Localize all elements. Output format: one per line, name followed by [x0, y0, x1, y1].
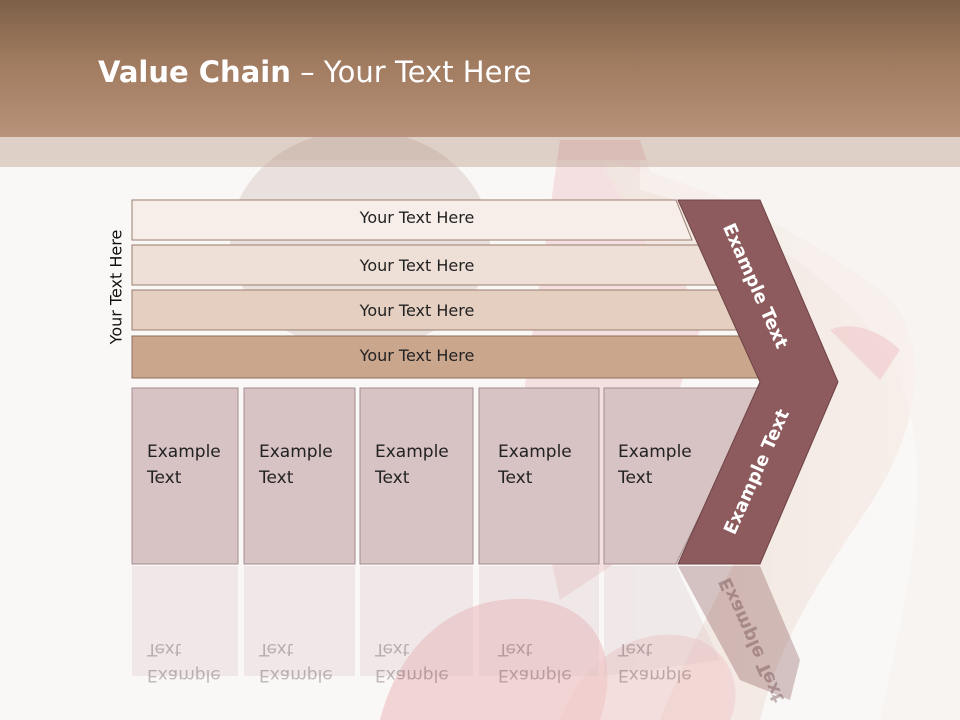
- column-text-1-line2: Text: [147, 468, 182, 488]
- column-text-5-line1: Example: [618, 442, 692, 462]
- row-label-4: Your Text Here: [359, 346, 475, 365]
- column-reflection-5-line1: Example: [618, 665, 692, 685]
- column-text-4: Example Text: [498, 439, 572, 491]
- column-reflection-3-line1: Example: [375, 665, 449, 685]
- row-bar-1: [131, 199, 693, 241]
- title-bold: Value Chain: [98, 55, 291, 89]
- row-label-1: Your Text Here: [359, 208, 475, 227]
- column-reflection-5: Example Text: [618, 636, 692, 688]
- column-text-4-line1: Example: [498, 442, 572, 462]
- column-reflection-3: Example Text: [375, 636, 449, 688]
- column-reflection-2-line1: Example: [259, 665, 333, 685]
- column-text-2-line2: Text: [259, 468, 294, 488]
- column-reflection-3-line2: Text: [375, 639, 410, 659]
- column-reflection-1-line2: Text: [147, 639, 182, 659]
- slide-title: Value Chain – Your Text Here: [98, 52, 532, 92]
- value-chevron: [677, 199, 839, 565]
- column-box-5: [603, 387, 763, 565]
- column-text-2-line1: Example: [259, 442, 333, 462]
- column-text-5-line2: Text: [618, 468, 653, 488]
- column-reflection-4: Example Text: [498, 636, 572, 688]
- column-reflection-1-line1: Example: [147, 665, 221, 685]
- row-label-3: Your Text Here: [359, 301, 475, 320]
- column-text-2: Example Text: [259, 439, 333, 491]
- column-reflection-2-line2: Text: [259, 639, 294, 659]
- column-reflection-2: Example Text: [259, 636, 333, 688]
- title-rest: – Your Text Here: [290, 55, 532, 89]
- column-box-1: [131, 387, 239, 565]
- column-text-1-line1: Example: [147, 442, 221, 462]
- column-text-1: Example Text: [147, 439, 221, 491]
- column-reflection-1: Example Text: [147, 636, 221, 688]
- column-text-4-line2: Text: [498, 468, 533, 488]
- header-bar: [0, 0, 960, 137]
- column-text-3-line2: Text: [375, 468, 410, 488]
- column-box-2: [243, 387, 356, 565]
- column-reflection-5-line2: Text: [618, 639, 653, 659]
- column-box-4: [478, 387, 600, 565]
- column-text-3: Example Text: [375, 439, 449, 491]
- column-text-5: Example Text: [618, 439, 692, 491]
- column-reflection-4-line2: Text: [498, 639, 533, 659]
- column-text-3-line1: Example: [375, 442, 449, 462]
- row-label-2: Your Text Here: [359, 256, 475, 275]
- header-band: [0, 137, 960, 167]
- side-label-text: Your Text Here: [106, 229, 126, 345]
- column-box-3: [359, 387, 474, 565]
- column-reflection-4-line1: Example: [498, 665, 572, 685]
